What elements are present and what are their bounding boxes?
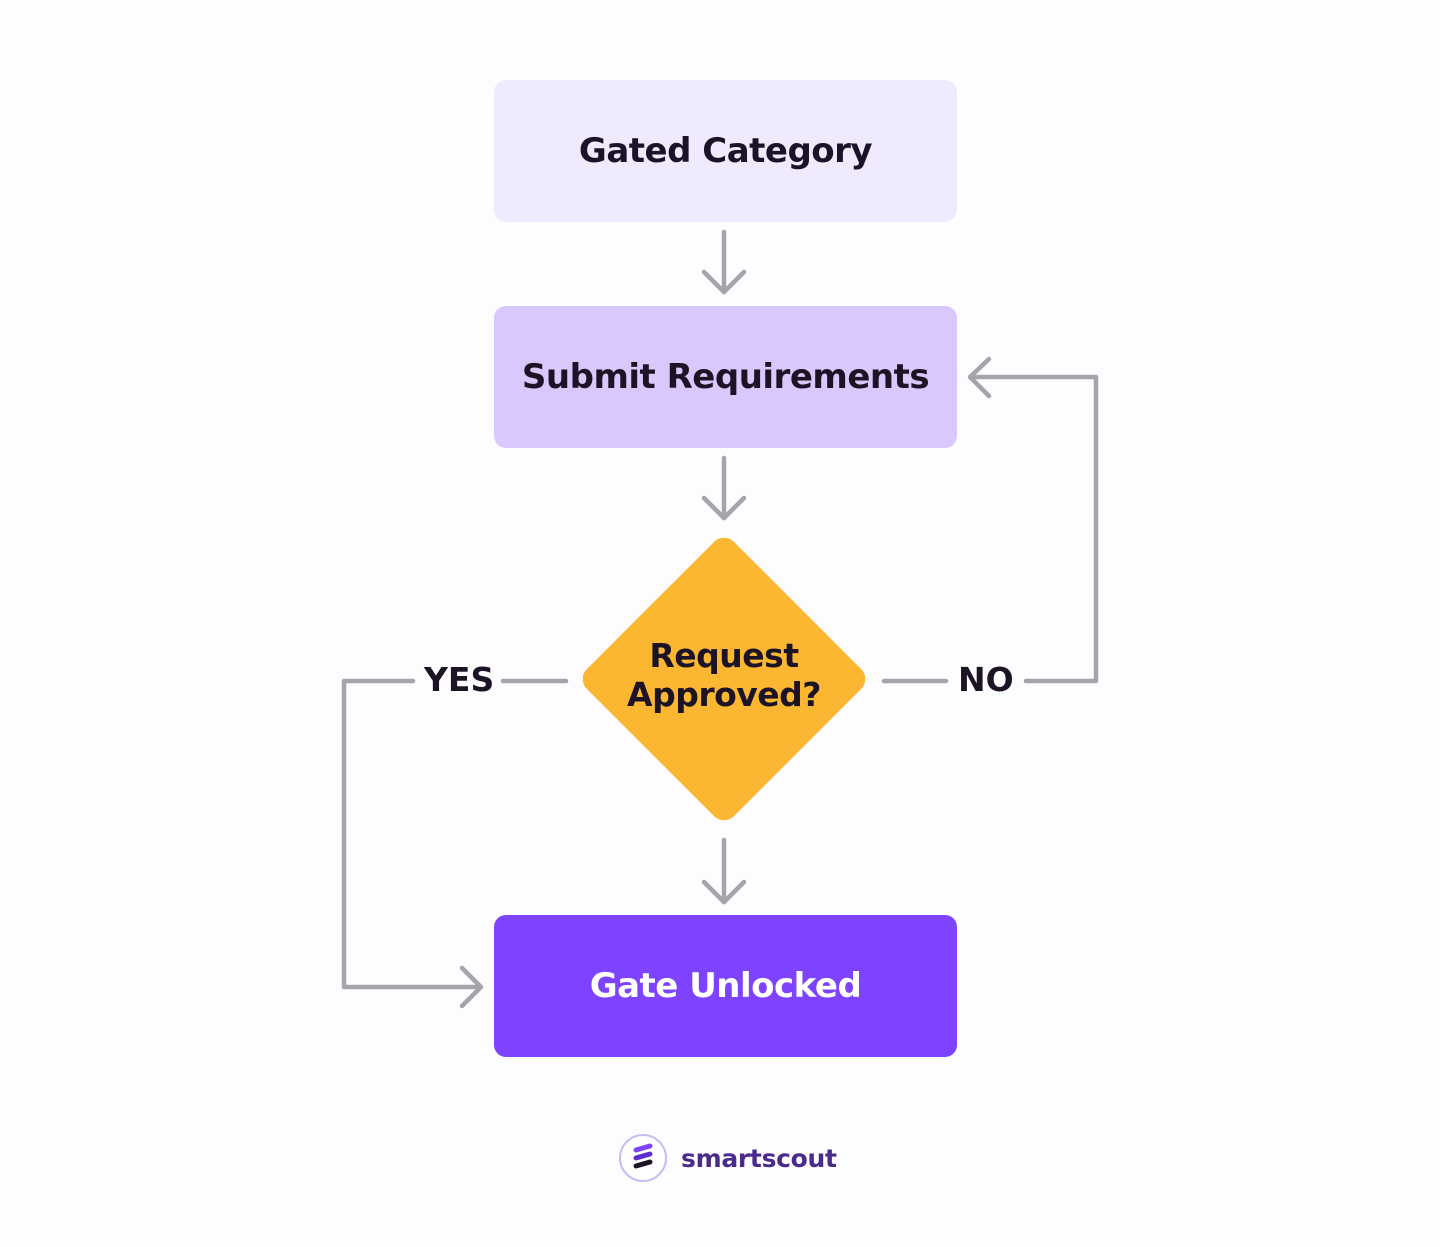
arrow-decision-to-unlocked	[701, 837, 747, 905]
yes-connector	[341, 678, 569, 1009]
node-gated-category-label: Gated Category	[578, 131, 873, 171]
yes-branch-label: YES	[424, 660, 495, 699]
node-gated-category: Gated Category	[494, 80, 957, 222]
decision-label-line1: Request	[649, 636, 799, 675]
decision-label-line2: Approved?	[627, 675, 821, 714]
node-submit-requirements-label: Submit Requirements	[521, 357, 930, 397]
node-gate-unlocked-label: Gate Unlocked	[589, 966, 862, 1006]
brand-name: smartscout	[681, 1143, 837, 1173]
arrow-gated-to-submit	[701, 229, 747, 295]
node-gate-unlocked: Gate Unlocked	[494, 915, 957, 1057]
brand-footer: smartscout	[619, 1132, 837, 1184]
no-branch-label: NO	[958, 660, 1014, 699]
smartscout-logo-icon	[619, 1134, 667, 1182]
arrow-submit-to-decision	[701, 455, 747, 521]
no-connector	[881, 356, 1099, 684]
decision-label: Request Approved?	[574, 636, 874, 714]
decision-diamond	[582, 537, 866, 821]
node-submit-requirements: Submit Requirements	[494, 306, 957, 448]
